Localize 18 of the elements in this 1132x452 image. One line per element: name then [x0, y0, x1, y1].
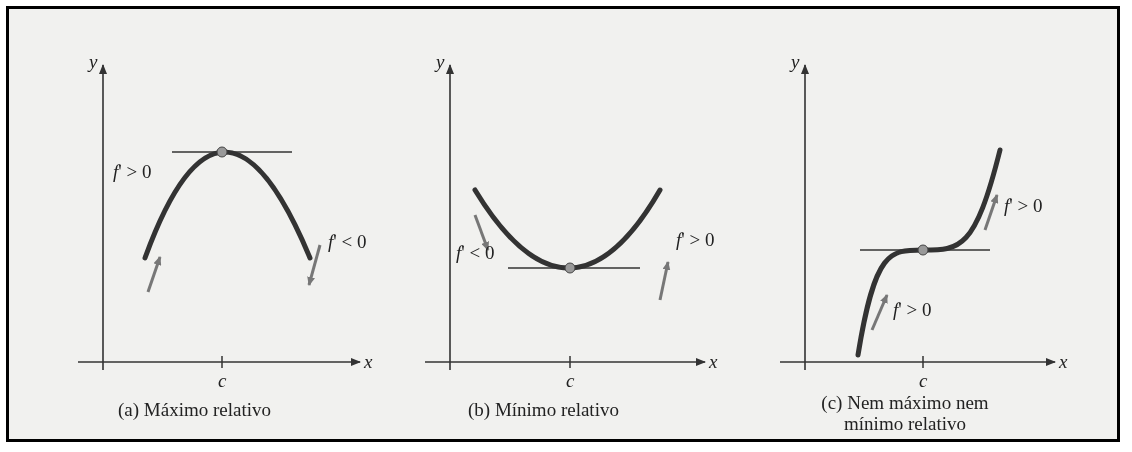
derivative-sign-label: f' > 0 — [893, 300, 932, 319]
tick-label: c — [566, 371, 575, 390]
derivative-sign-label: f' < 0 — [328, 232, 367, 251]
axis-label: x — [1059, 352, 1068, 371]
tick-label: c — [218, 371, 227, 390]
axis-label: y — [436, 52, 445, 71]
derivative-sign-label: f' < 0 — [456, 243, 495, 262]
derivative-sign-label: f' > 0 — [113, 162, 152, 181]
panel-caption: (a) Máximo relativo — [118, 400, 271, 419]
derivative-sign-label: f' > 0 — [1004, 196, 1043, 215]
axis-label: x — [364, 352, 373, 371]
axis-label: x — [709, 352, 718, 371]
axis-label: y — [791, 52, 800, 71]
axis-label: y — [89, 52, 98, 71]
panel-caption: (b) Mínimo relativo — [468, 400, 619, 419]
derivative-sign-label: f' > 0 — [676, 230, 715, 249]
tick-label: c — [919, 371, 928, 390]
panel-caption: (c) Nem máximo nem mínimo relativo — [820, 393, 990, 435]
